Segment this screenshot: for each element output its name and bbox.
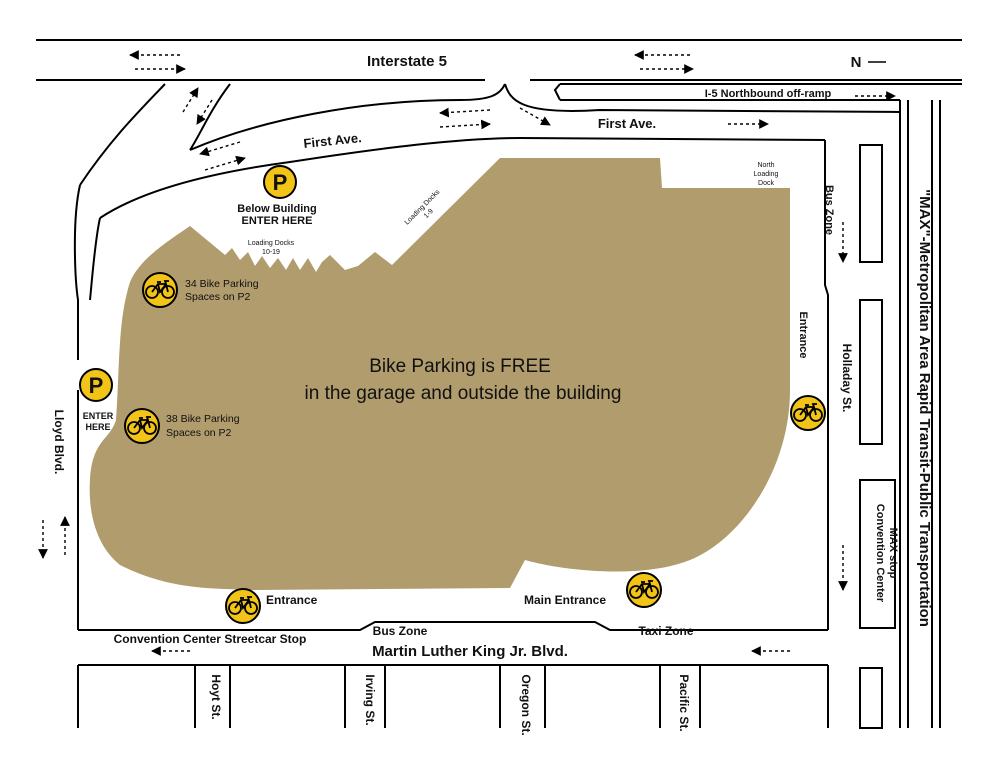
loading-docks-10-19-line1: Loading Docks <box>248 240 295 247</box>
free-parking-message-line2: in the garage and outside the building <box>305 383 622 404</box>
bike-parking-34[interactable]: 34 Bike Parking Spaces on P2 <box>142 272 259 308</box>
bike-rack-main-entrance[interactable] <box>626 572 662 608</box>
parking-top-line2: ENTER HERE <box>242 215 313 227</box>
north-dock-line1: North <box>757 162 774 169</box>
offramp-label: I-5 Northbound off-ramp <box>705 88 832 100</box>
parking-left-line2: HERE <box>85 422 110 432</box>
streetcar-stop-label: Convention Center Streetcar Stop <box>114 632 307 646</box>
loading-docks-10-19-line2: 10-19 <box>262 249 280 256</box>
bike-parking-34-line2: Spaces on P2 <box>185 291 251 303</box>
max-stop-line2: MAX stop <box>887 528 899 579</box>
parking-icon <box>263 165 297 199</box>
bus-zone-bottom-label: Bus Zone <box>373 624 428 638</box>
parking-entry-top[interactable]: P Below Building ENTER HERE <box>237 165 317 227</box>
bike-parking-34-line1: 34 Bike Parking <box>185 278 259 290</box>
road-network <box>36 39 962 729</box>
lloyd-blvd-label: Lloyd Blvd. <box>52 410 66 475</box>
parking-icon <box>79 368 113 402</box>
main-entrance-label: Main Entrance <box>524 593 606 607</box>
interstate-label: Interstate 5 <box>367 53 447 70</box>
irving-st-label: Irving St. <box>363 674 377 725</box>
bike-parking-38-line1: 38 Bike Parking <box>166 413 240 425</box>
parking-symbol: P <box>89 373 104 398</box>
oregon-st-label: Oregon St. <box>519 674 533 735</box>
compass-label: N <box>851 54 862 71</box>
parking-top-line1: Below Building <box>237 203 316 215</box>
mlk-blvd-label: Martin Luther King Jr. Blvd. <box>372 643 568 660</box>
convention-center-building <box>89 158 790 590</box>
hoyt-st-label: Hoyt St. <box>209 674 223 719</box>
first-ave-right-label: First Ave. <box>598 116 656 131</box>
traffic-arrows <box>38 50 896 656</box>
max-line-label: "MAX"-Metropolitan Area Rapid Transit-Pu… <box>916 189 933 627</box>
parking-symbol: P <box>273 170 288 195</box>
bike-rack-south-entrance[interactable] <box>225 588 261 624</box>
entrance-bottom-label: Entrance <box>266 593 318 607</box>
bike-parking-38-line2: Spaces on P2 <box>166 427 232 439</box>
taxi-zone-label: Taxi Zone <box>638 624 693 638</box>
pacific-st-label: Pacific St. <box>677 674 691 731</box>
parking-entry-left[interactable]: P ENTER HERE <box>79 368 114 432</box>
north-dock-line2: Loading <box>754 171 779 178</box>
entrance-right-label: Entrance <box>797 311 809 358</box>
bike-parking-38[interactable]: 38 Bike Parking Spaces on P2 <box>124 408 240 444</box>
max-stop-line1: Convention Center <box>874 504 886 603</box>
bus-zone-right-label: Bus Zone <box>823 185 835 235</box>
free-parking-message-line1: Bike Parking is FREE <box>369 356 551 377</box>
svg-text:Loading Docks: Loading Docks <box>404 188 442 226</box>
first-ave-left-label: First Ave. <box>303 130 363 151</box>
parking-left-line1: ENTER <box>83 411 114 421</box>
north-dock-line3: Dock <box>758 180 774 187</box>
bike-rack-east-entrance[interactable] <box>790 395 826 431</box>
holladay-st-label: Holladay St. <box>840 344 854 413</box>
